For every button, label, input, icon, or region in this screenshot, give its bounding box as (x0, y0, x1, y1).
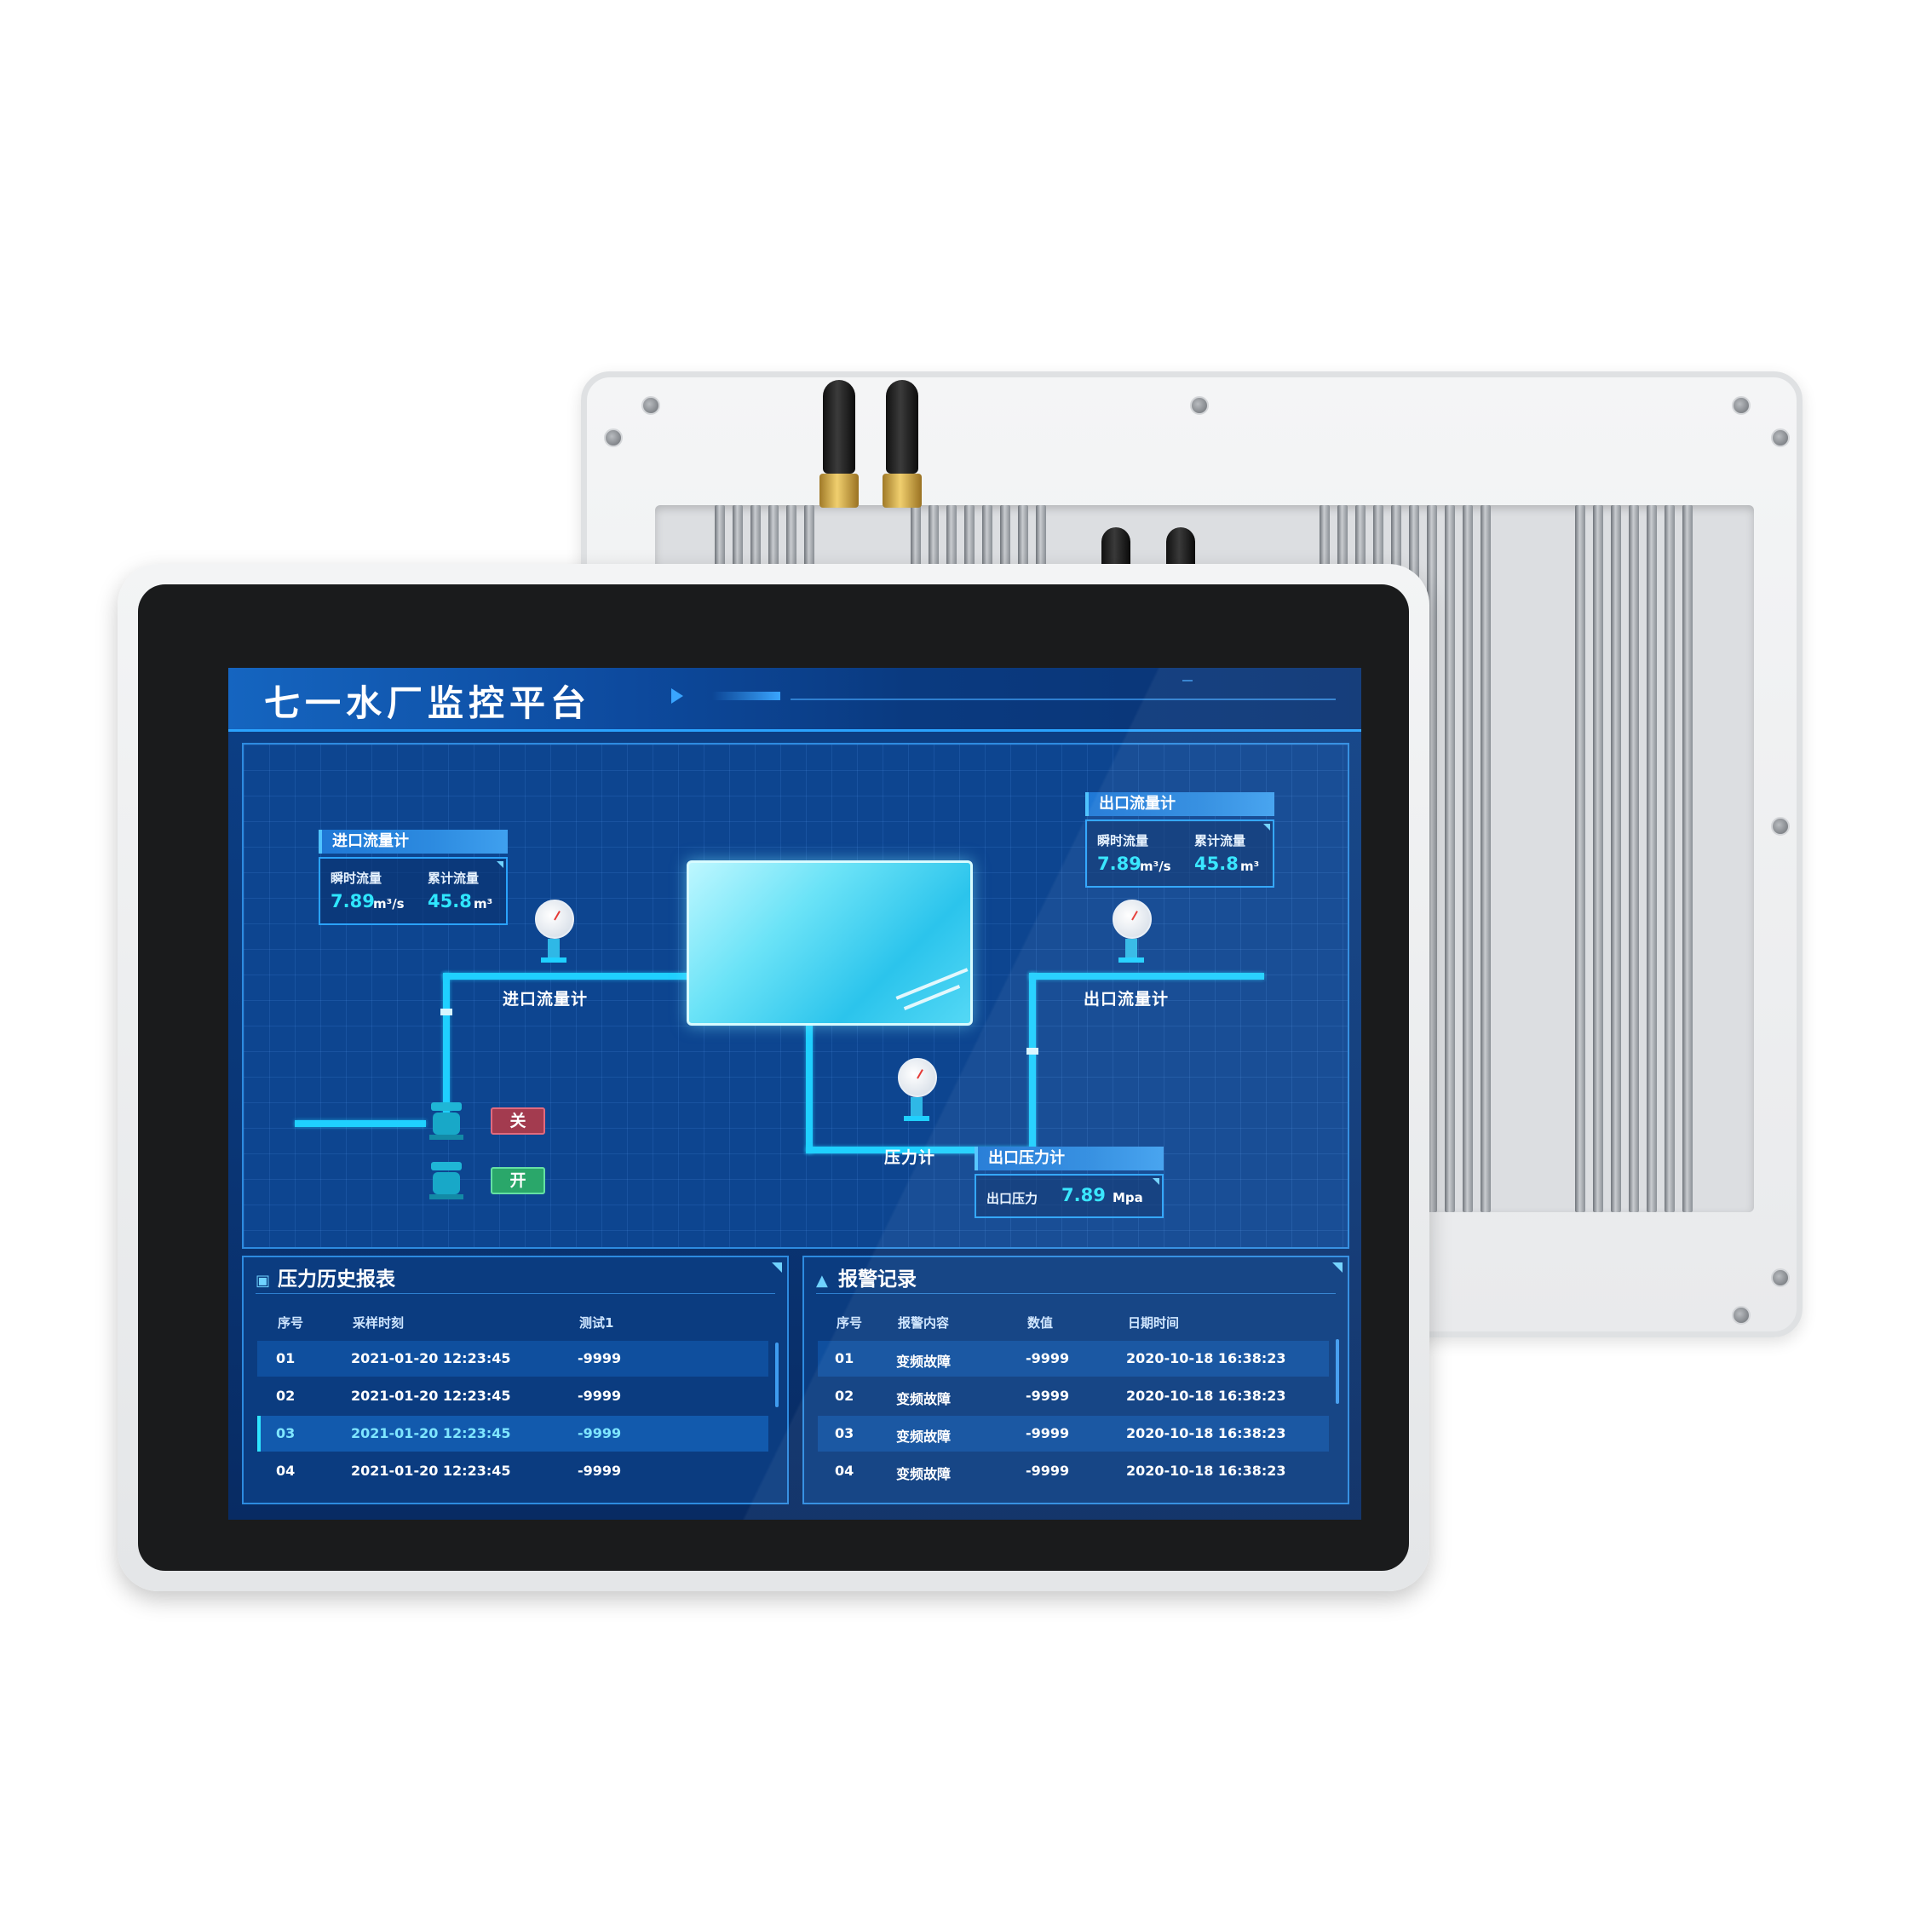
column-header: 日期时间 (1128, 1315, 1180, 1331)
corner-marker-icon (772, 1262, 782, 1273)
table-row[interactable]: 01 变频故障 -9999 2020-10-18 16:38:23 (818, 1341, 1329, 1377)
water-tank[interactable] (687, 860, 973, 1026)
heatsink-fins-far-right (1575, 505, 1693, 1212)
column-header: 测试1 (579, 1315, 614, 1331)
pipe-joint (440, 1009, 452, 1015)
header-decoration-line (1182, 680, 1193, 681)
table-row[interactable]: 02 2021-01-20 12:23:45 -9999 (276, 1388, 622, 1404)
table-row[interactable]: 03 变频故障 -9999 2020-10-18 16:38:23 (818, 1416, 1329, 1452)
app-header: 七一水厂监控平台 (228, 668, 1361, 732)
inlet-flow-card: 进口流量计 瞬时流量 累计流量 7.89 m³/s 45.8 m³ (319, 830, 508, 925)
outlet-pressure-label: 出口压力 (986, 1191, 1038, 1206)
outlet-instant-unit: m³/s (1140, 859, 1171, 874)
column-header: 采样时刻 (353, 1315, 405, 1331)
outlet-instant-label: 瞬时流量 (1097, 833, 1149, 848)
outlet-bottom-pipe (806, 1147, 1036, 1153)
table-row-selected[interactable]: 03 2021-01-20 12:23:45 -9999 (257, 1416, 768, 1452)
pressure-history-title: ▣压力历史报表 (256, 1268, 395, 1291)
scrollbar[interactable] (775, 1343, 779, 1407)
table-row[interactable]: 04 2021-01-20 12:23:45 -9999 (276, 1463, 622, 1479)
valve-open-button[interactable]: 开 (491, 1167, 545, 1194)
monitor-frame: 七一水厂监控平台 (118, 564, 1429, 1591)
pressure-history-panel: ▣压力历史报表 序号 采样时刻 测试1 01 2021-01-20 12:23:… (242, 1256, 789, 1504)
tank-drain-pipe (806, 1024, 813, 1153)
valve-open-icon[interactable] (429, 1162, 463, 1199)
inlet-instant-value: 7.89 (331, 891, 375, 911)
inlet-riser-pipe (443, 973, 450, 1124)
inlet-instant-label: 瞬时流量 (331, 871, 382, 886)
alarm-log-panel: ▲报警记录 序号 报警内容 数值 日期时间 01 变频故障 -9999 2020… (802, 1256, 1349, 1504)
inlet-total-label: 累计流量 (428, 871, 480, 886)
screw-icon (1732, 396, 1751, 415)
outlet-total-label: 累计流量 (1194, 833, 1246, 848)
outlet-pressure-value: 7.89 (1061, 1185, 1106, 1205)
outlet-meter-label: 出口流量计 (1084, 990, 1170, 1009)
monitor-bezel: 七一水厂监控平台 (138, 584, 1409, 1571)
inlet-feed-pipe (443, 973, 690, 980)
pressure-gauge-icon[interactable] (898, 1058, 937, 1121)
outlet-pressure-card-title: 出口压力计 (975, 1147, 1164, 1170)
screw-icon (604, 428, 623, 447)
header-decoration-line (791, 699, 1336, 700)
table-row[interactable]: 02 变频故障 -9999 2020-10-18 16:38:23 (835, 1388, 1286, 1407)
inlet-total-unit: m³ (474, 896, 493, 911)
inlet-pipe (295, 1120, 426, 1127)
outlet-total-value: 45.8 (1194, 854, 1239, 874)
valve-close-button[interactable]: 关 (491, 1107, 545, 1135)
screw-icon (1190, 396, 1209, 415)
screw-icon (1732, 1306, 1751, 1325)
inlet-flow-card-title: 进口流量计 (319, 830, 508, 854)
outlet-pressure-card: 出口压力计 出口压力 7.89 Mpa (975, 1147, 1164, 1218)
outlet-total-unit: m³ (1240, 859, 1260, 874)
table-row[interactable]: 01 2021-01-20 12:23:45 -9999 (257, 1341, 768, 1377)
alarm-log-title: ▲报警记录 (816, 1268, 917, 1291)
inlet-total-value: 45.8 (428, 891, 472, 911)
inlet-instant-unit: m³/s (373, 896, 405, 911)
column-header: 序号 (837, 1315, 863, 1331)
column-header: 序号 (278, 1315, 304, 1331)
warning-icon: ▲ (816, 1272, 828, 1290)
screw-icon (1771, 428, 1790, 447)
scrollbar[interactable] (1336, 1339, 1339, 1404)
outlet-flow-card: 出口流量计 瞬时流量 累计流量 7.89 m³/s 45.8 m³ (1085, 792, 1274, 888)
corner-marker-icon (1332, 1262, 1343, 1273)
page-title: 七一水厂监控平台 (264, 682, 592, 724)
play-arrow-icon (671, 688, 683, 704)
outlet-pressure-unit: Mpa (1113, 1190, 1143, 1205)
column-header: 报警内容 (898, 1315, 950, 1331)
pipe-joint (1026, 1048, 1038, 1055)
calendar-icon: ▣ (256, 1272, 271, 1290)
outlet-flow-card-title: 出口流量计 (1085, 792, 1274, 816)
outlet-pipe (1029, 973, 1264, 980)
outlet-riser-pipe (1029, 973, 1036, 1153)
inlet-meter-label: 进口流量计 (503, 990, 589, 1009)
outlet-instant-value: 7.89 (1097, 854, 1141, 874)
screw-icon (1771, 1268, 1790, 1287)
screw-icon (641, 396, 660, 415)
hmi-screen: 七一水厂监控平台 (228, 668, 1361, 1520)
antenna-icon (883, 380, 922, 508)
column-header: 数值 (1027, 1315, 1054, 1331)
screw-icon (1771, 817, 1790, 836)
valve-closed-icon[interactable] (429, 1102, 463, 1140)
header-decoration (712, 692, 780, 700)
antenna-icon (819, 380, 859, 508)
table-row[interactable]: 04 变频故障 -9999 2020-10-18 16:38:23 (835, 1463, 1286, 1482)
outlet-flow-meter-icon[interactable] (1113, 900, 1152, 963)
process-diagram: 进口流量计 出口流量计 压力计 进口流量计 瞬时流量 累计流量 7.89 m³/… (242, 743, 1349, 1249)
pressure-gauge-label: 压力计 (884, 1148, 936, 1167)
inlet-flow-meter-icon[interactable] (535, 900, 574, 963)
